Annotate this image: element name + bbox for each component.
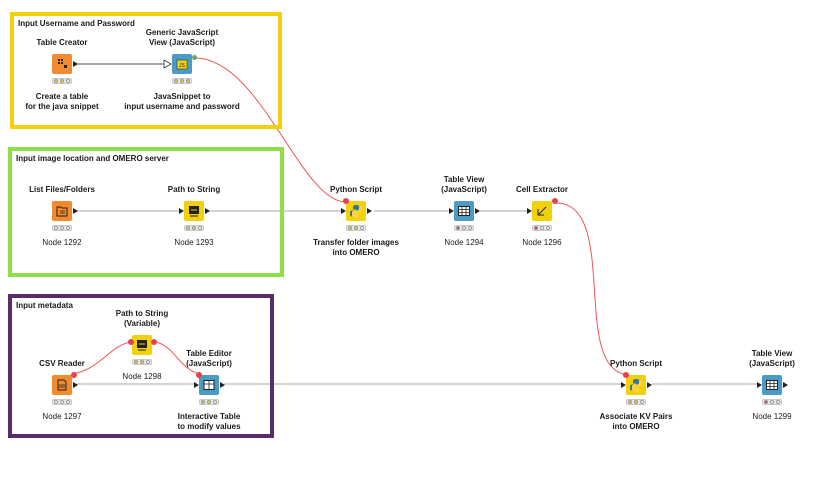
node-title: Table View (JavaScript) xyxy=(749,349,795,368)
node-label: Transfer folder images into OMERO xyxy=(313,238,399,257)
folder-list-icon xyxy=(52,201,72,221)
variable-output-port[interactable] xyxy=(151,339,157,345)
output-port[interactable] xyxy=(647,382,652,388)
edge-arrow-generic-js xyxy=(163,59,172,69)
node-label: Node 1292 xyxy=(42,238,82,247)
output-port[interactable] xyxy=(73,208,78,214)
status-indicator xyxy=(184,225,204,231)
variable-input-port[interactable] xyxy=(343,198,349,204)
annotation-username-password: Input Username and Password xyxy=(10,12,282,129)
annotation-title: Input metadata xyxy=(16,301,73,310)
svg-text:JS: JS xyxy=(179,63,186,69)
annotation-title: Input Username and Password xyxy=(18,19,135,28)
input-port[interactable] xyxy=(179,208,184,214)
status-indicator xyxy=(52,78,72,84)
var-edge-generic-js-to-python-1 xyxy=(194,57,346,203)
node-label: Create a table for the java snippet xyxy=(25,92,99,111)
input-port[interactable] xyxy=(757,382,762,388)
status-indicator xyxy=(132,359,152,365)
node-title: Table Editor (JavaScript) xyxy=(186,349,232,368)
status-indicator xyxy=(762,399,782,405)
table-view-icon xyxy=(762,375,782,395)
node-title: Path to String xyxy=(167,185,221,194)
node-title: Python Script xyxy=(329,185,382,194)
annotation-image-location: Input image location and OMERO server xyxy=(8,147,284,277)
node-title: Table View (JavaScript) xyxy=(441,175,487,194)
var-edge-cell-extractor-to-python-2 xyxy=(555,202,629,376)
output-port[interactable] xyxy=(367,208,372,214)
node-label: Node 1296 xyxy=(522,238,562,247)
path-convert-icon xyxy=(132,335,152,355)
variable-output-port[interactable] xyxy=(192,55,197,60)
node-label: Node 1299 xyxy=(752,412,792,421)
variable-input-port[interactable] xyxy=(196,372,202,378)
node-title: Python Script xyxy=(609,359,662,368)
python-icon xyxy=(626,375,646,395)
input-port[interactable] xyxy=(621,382,626,388)
output-port[interactable] xyxy=(783,382,788,388)
status-indicator xyxy=(52,399,72,405)
javascript-view-icon: JS xyxy=(172,54,192,74)
variable-input-port[interactable] xyxy=(128,339,134,345)
variable-input-port[interactable] xyxy=(623,372,629,378)
node-title: Cell Extractor xyxy=(515,185,569,194)
node-label: Associate KV Pairs into OMERO xyxy=(599,412,673,431)
annotation-metadata: Input metadata xyxy=(8,294,274,438)
annotation-title: Input image location and OMERO server xyxy=(16,154,169,163)
node-label: Node 1298 xyxy=(122,372,162,381)
node-label: Interactive Table to modify values xyxy=(177,412,241,431)
output-port[interactable] xyxy=(220,382,225,388)
input-port[interactable] xyxy=(449,208,454,214)
node-title: CSV Reader xyxy=(39,359,85,368)
node-title: Path to String (Variable) xyxy=(115,309,169,328)
node-title: Generic JavaScript View (JavaScript) xyxy=(145,28,219,47)
node-label: Node 1297 xyxy=(42,412,82,421)
table-view-icon xyxy=(454,201,474,221)
path-convert-icon xyxy=(184,201,204,221)
status-indicator xyxy=(454,225,474,231)
var-edge-csv-reader-to-path-var xyxy=(71,341,132,375)
output-port[interactable] xyxy=(73,61,78,67)
input-port[interactable] xyxy=(341,208,346,214)
csv-file-icon xyxy=(52,375,72,395)
status-indicator xyxy=(532,225,552,231)
node-label: Node 1294 xyxy=(444,238,484,247)
node-label: JavaSnippet to input username and passwo… xyxy=(124,92,240,111)
status-indicator xyxy=(172,78,192,84)
input-port[interactable] xyxy=(527,208,532,214)
table-edit-icon xyxy=(199,375,219,395)
status-indicator xyxy=(52,225,72,231)
node-title: Table Creator xyxy=(36,38,88,47)
variable-output-port[interactable] xyxy=(552,198,558,204)
node-label: Node 1293 xyxy=(174,238,214,247)
output-port[interactable] xyxy=(475,208,480,214)
output-port[interactable] xyxy=(205,208,210,214)
node-title: List Files/Folders xyxy=(29,185,95,194)
cell-extract-icon xyxy=(532,201,552,221)
status-indicator xyxy=(199,399,219,405)
status-indicator xyxy=(346,225,366,231)
python-icon xyxy=(346,201,366,221)
table-grid-icon xyxy=(52,54,72,74)
output-port[interactable] xyxy=(73,382,78,388)
input-port[interactable] xyxy=(194,382,199,388)
variable-output-port[interactable] xyxy=(71,372,77,378)
status-indicator xyxy=(626,399,646,405)
